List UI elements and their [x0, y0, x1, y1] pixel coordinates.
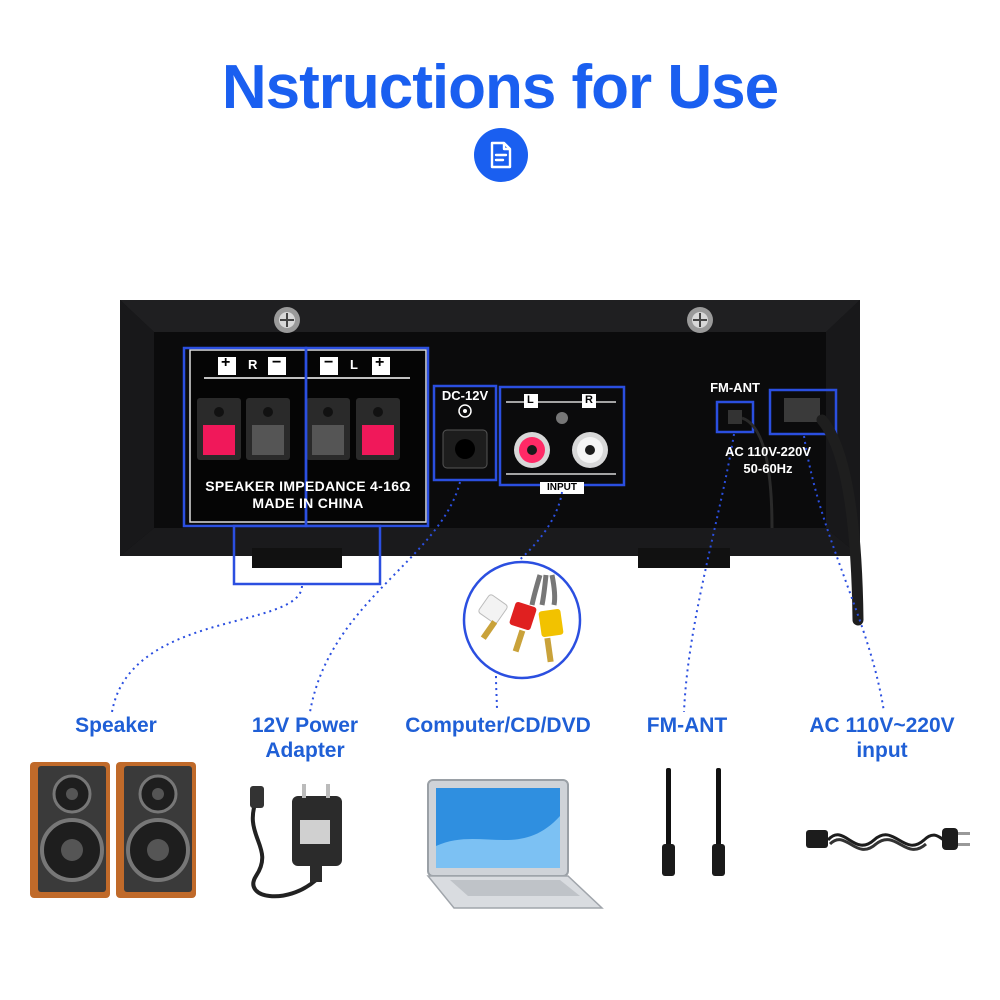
speaker-l-label: L — [350, 357, 358, 372]
plus-symbol: + — [221, 354, 230, 372]
screw-icon — [687, 307, 713, 333]
rca-cable-icon — [464, 562, 580, 678]
screw-icon — [274, 307, 300, 333]
computer-label: Computer/CD/DVD — [392, 713, 604, 738]
speaker-icon — [28, 760, 198, 902]
input-l-label: L — [527, 394, 534, 406]
input-r-label: R — [585, 394, 593, 406]
plus-symbol: + — [375, 354, 384, 372]
power-adapter-icon — [236, 776, 358, 912]
made-in-text: MADE IN CHINA — [196, 495, 420, 511]
minus-symbol: − — [272, 354, 281, 372]
fm-ant-label: FM-ANT — [630, 713, 744, 738]
speaker-r-label: R — [248, 357, 257, 372]
speaker-terminal — [306, 398, 350, 460]
rca-jack-left — [514, 432, 550, 468]
ac-panel-label: AC 110V-220V — [716, 444, 820, 459]
speaker-terminal — [197, 398, 241, 460]
ac-input-label-1: AC 110V~220V — [792, 713, 972, 738]
rca-jack-right — [572, 432, 608, 468]
speaker-label: Speaker — [56, 713, 176, 738]
minus-symbol: − — [324, 354, 333, 372]
ac-input-label-2: input — [792, 738, 972, 763]
power-adapter-label-2: Adapter — [230, 738, 380, 763]
speaker-terminal — [246, 398, 290, 460]
impedance-text: SPEAKER IMPEDANCE 4-16Ω — [196, 478, 420, 494]
power-adapter-label-1: 12V Power — [230, 713, 380, 738]
ac-panel-freq-label: 50-60Hz — [716, 461, 820, 476]
laptop-icon — [420, 776, 604, 916]
speaker-terminal — [356, 398, 400, 460]
ac-cord-icon — [804, 818, 974, 862]
input-label: INPUT — [540, 482, 584, 493]
dc-label: DC-12V — [437, 388, 493, 403]
antenna-icon — [654, 764, 734, 880]
fm-ant-panel-label: FM-ANT — [700, 380, 770, 395]
